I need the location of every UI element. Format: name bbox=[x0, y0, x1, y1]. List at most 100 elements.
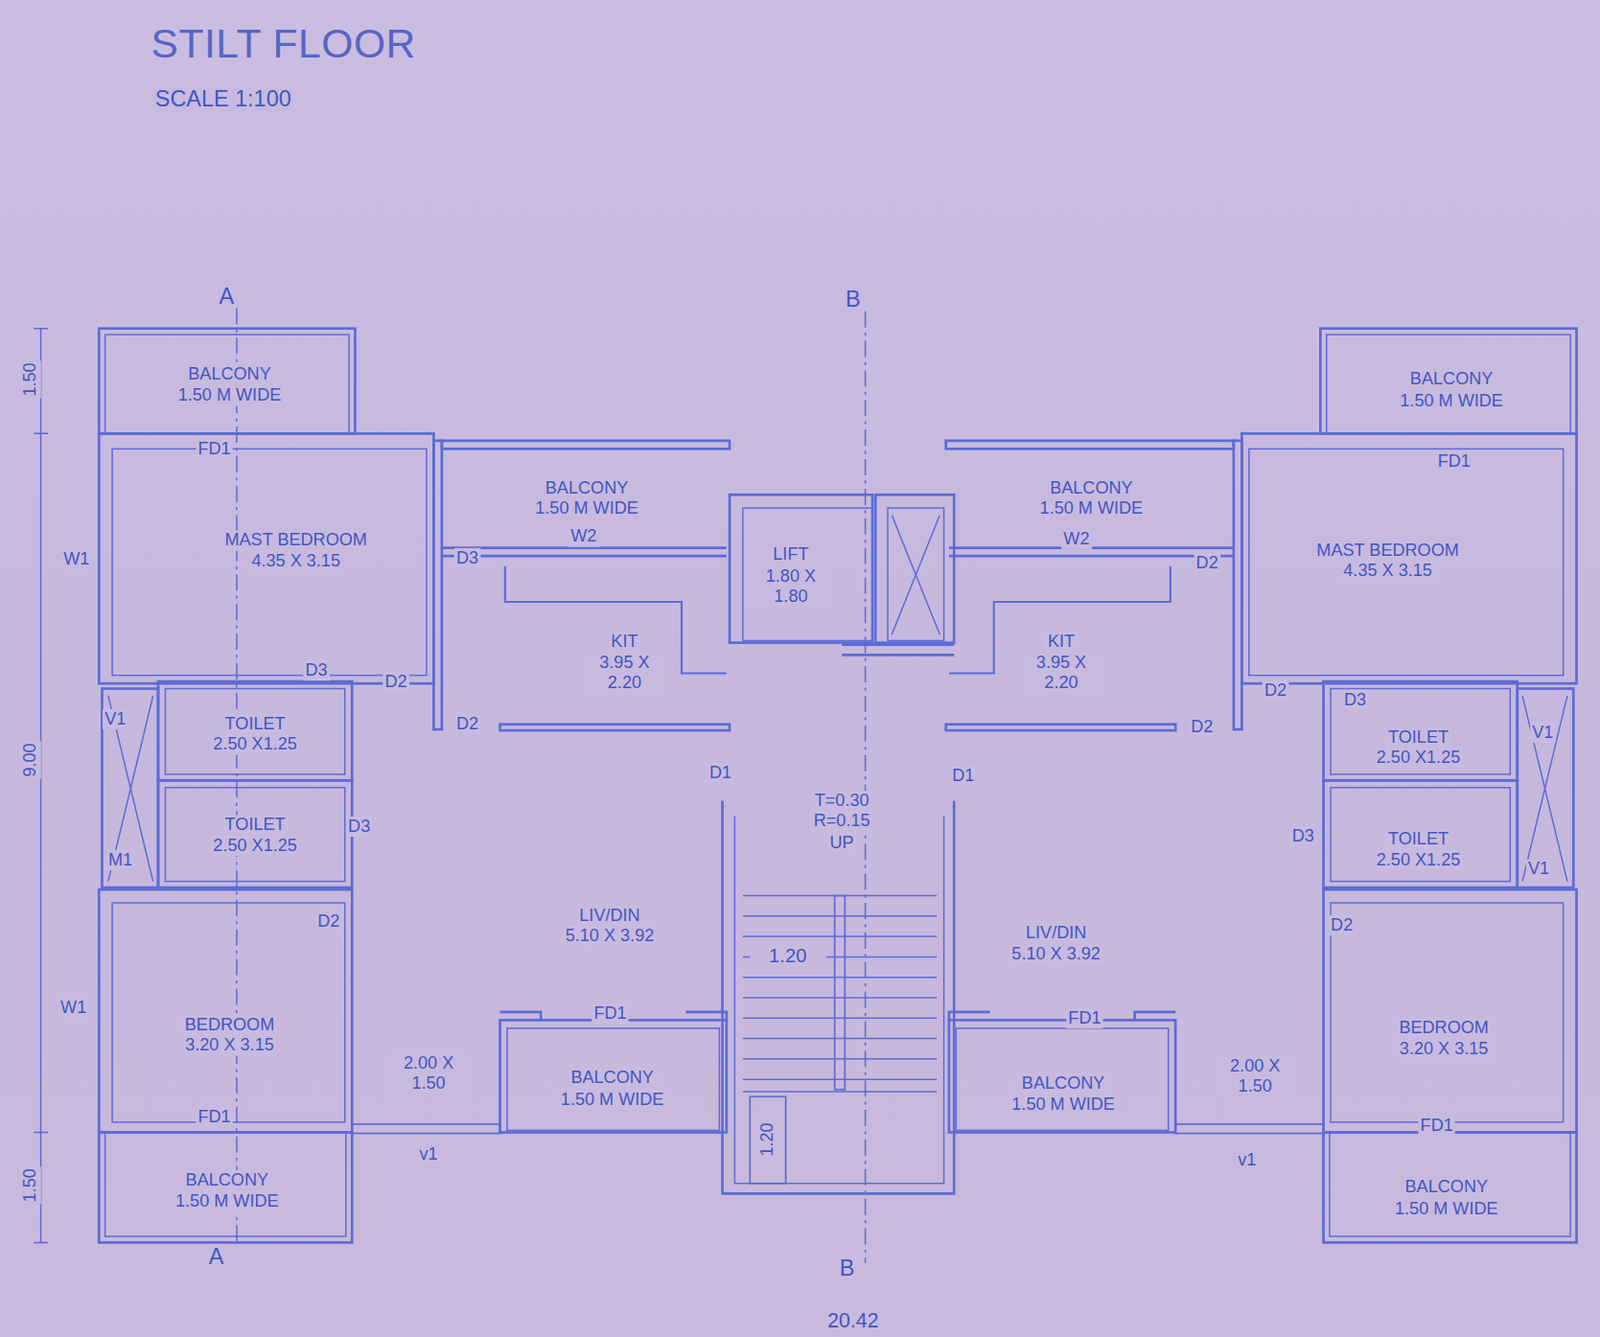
door-tag: D2 bbox=[1328, 915, 1355, 936]
scale-note: SCALE 1:100 bbox=[153, 86, 294, 113]
section-mark: B bbox=[843, 285, 863, 312]
room-label: BEDROOM3.20 X 3.15 bbox=[1331, 997, 1556, 1080]
section-mark: B bbox=[837, 1255, 858, 1282]
door-tag: D2 bbox=[382, 672, 409, 693]
room-name: MAST BEDROOM bbox=[222, 530, 370, 552]
room-label: KIT3.95 X 2.20 bbox=[1020, 612, 1102, 715]
room-name: TOILET bbox=[222, 714, 287, 736]
door-tag: FD1 bbox=[1066, 1008, 1103, 1029]
room-size: 1.80 X 1.80 bbox=[749, 566, 832, 608]
door-tag: D2 bbox=[1193, 553, 1220, 574]
drawing-title: STILT FLOOR bbox=[151, 20, 417, 67]
room-size: 2.50 X1.25 bbox=[210, 835, 300, 858]
door-tag: FD1 bbox=[1436, 451, 1473, 472]
room-label: TOILET2.50 X1.25 bbox=[168, 790, 343, 882]
room-name: LIV/DIN bbox=[1023, 923, 1090, 945]
room-label: LIFT1.80 X 1.80 bbox=[749, 520, 832, 633]
room-label: TOILET2.50 X1.25 bbox=[1331, 707, 1506, 789]
room-size: 1.50 M WIDE bbox=[173, 1191, 281, 1213]
room-name: BALCONY bbox=[1402, 1177, 1490, 1199]
room-size: 4.35 X 3.15 bbox=[1341, 560, 1435, 582]
door-tag: D3 bbox=[1290, 826, 1317, 847]
room-label: LIV/DIN5.10 X 3.92 bbox=[489, 885, 730, 968]
door-tag: D3 bbox=[346, 816, 372, 837]
room-name: TOILET bbox=[1386, 829, 1451, 851]
dimension-label: 1.20 bbox=[757, 1120, 778, 1159]
dimension-label: 2.00 X 1.50 bbox=[391, 1053, 467, 1094]
window-tag: W1 bbox=[61, 549, 92, 570]
dimension-label: 1.50 bbox=[21, 1166, 42, 1205]
room-name: BEDROOM bbox=[183, 1015, 278, 1037]
room-size: 3.95 X 2.20 bbox=[1020, 652, 1102, 695]
room-size: R=0.15 bbox=[811, 811, 873, 834]
room-name: TOILET bbox=[222, 814, 287, 836]
section-mark: A bbox=[216, 282, 236, 309]
door-tag: D2 bbox=[454, 714, 481, 735]
door-tag: D3 bbox=[302, 660, 329, 681]
window-tag: W2 bbox=[568, 526, 599, 547]
room-label: TOILET2.50 X1.25 bbox=[1331, 808, 1506, 892]
room-name: BALCONY bbox=[1047, 478, 1136, 500]
window-tag: v1 bbox=[417, 1144, 440, 1165]
room-label: BALCONY1.50 M WIDE bbox=[112, 342, 348, 429]
dimension-label: 9.00 bbox=[21, 741, 42, 779]
room-label: BALCONY1.50 M WIDE bbox=[107, 1147, 348, 1234]
room-name: LIFT bbox=[770, 545, 811, 567]
window-tag: V1 bbox=[102, 709, 128, 730]
window-tag: V1 bbox=[1530, 722, 1555, 743]
room-name: MAST BEDROOM bbox=[1314, 540, 1461, 562]
room-label: MAST BEDROOM4.35 X 3.15 bbox=[153, 489, 440, 613]
room-name: BALCONY bbox=[1408, 369, 1496, 391]
room-label: T=0.30R=0.15UP bbox=[755, 763, 929, 881]
door-tag: FD1 bbox=[195, 439, 232, 460]
room-size: 5.10 X 3.92 bbox=[1009, 944, 1103, 966]
room-name: KIT bbox=[1045, 631, 1077, 653]
room-size: 4.35 X 3.15 bbox=[249, 551, 343, 573]
window-tag: M1 bbox=[106, 850, 135, 871]
room-label: TOILET2.50 X1.25 bbox=[168, 694, 343, 776]
door-tag: D2 bbox=[1188, 718, 1215, 739]
room-size: 1.50 M WIDE bbox=[1009, 1094, 1117, 1116]
dimension-label: 1.50 bbox=[21, 360, 42, 398]
room-name: TOILET bbox=[1386, 727, 1451, 749]
door-tag: FD1 bbox=[1417, 1115, 1455, 1137]
room-size: 1.50 M WIDE bbox=[1037, 498, 1145, 520]
window-tag: W1 bbox=[58, 997, 89, 1019]
room-size: 3.95 X 2.20 bbox=[583, 652, 666, 695]
window-tag: V1 bbox=[1526, 858, 1552, 880]
room-label: MAST BEDROOM4.35 X 3.15 bbox=[1260, 500, 1516, 624]
section-mark: A bbox=[207, 1244, 227, 1271]
dimension-label: 1.20 bbox=[766, 945, 810, 968]
room-label: LIV/DIN5.10 X 3.92 bbox=[953, 903, 1159, 985]
door-tag: D3 bbox=[1342, 690, 1369, 711]
room-size: 1.50 M WIDE bbox=[1392, 1198, 1501, 1220]
door-tag: D1 bbox=[950, 765, 976, 787]
room-label: BALCONY1.50 M WIDE bbox=[1326, 1155, 1567, 1242]
dimension-label: 2.00 X 1.50 bbox=[1217, 1056, 1294, 1097]
room-size: 2.50 X1.25 bbox=[210, 734, 300, 756]
room-name: BALCONY bbox=[185, 364, 274, 386]
room-name: T=0.30 bbox=[812, 790, 872, 812]
door-tag: D3 bbox=[454, 548, 481, 569]
room-name: BALCONY bbox=[568, 1068, 656, 1090]
room-size: UP bbox=[827, 832, 856, 854]
room-size: 1.50 M WIDE bbox=[533, 498, 641, 520]
door-tag: FD1 bbox=[195, 1107, 232, 1128]
room-name: BALCONY bbox=[1020, 1073, 1108, 1095]
room-name: LIV/DIN bbox=[577, 905, 643, 928]
room-size: 3.20 X 3.15 bbox=[1397, 1039, 1491, 1061]
room-size: 2.50 X1.25 bbox=[1374, 747, 1463, 769]
door-tag: D2 bbox=[1262, 680, 1289, 701]
door-tag: D1 bbox=[707, 763, 734, 784]
room-name: BALCONY bbox=[183, 1170, 271, 1192]
door-tag: D2 bbox=[315, 911, 342, 932]
room-label: BALCONY1.50 M WIDE bbox=[1331, 342, 1572, 440]
room-label: BALCONY1.50 M WIDE bbox=[510, 1050, 715, 1128]
window-tag: W2 bbox=[1061, 529, 1091, 550]
dimension-label: 20.42 bbox=[825, 1309, 882, 1333]
room-size: 3.20 X 3.15 bbox=[183, 1035, 277, 1057]
room-size: 1.50 M WIDE bbox=[176, 385, 284, 407]
room-size: 5.10 X 3.92 bbox=[563, 926, 657, 948]
room-label: BEDROOM3.20 X 3.15 bbox=[116, 995, 342, 1077]
